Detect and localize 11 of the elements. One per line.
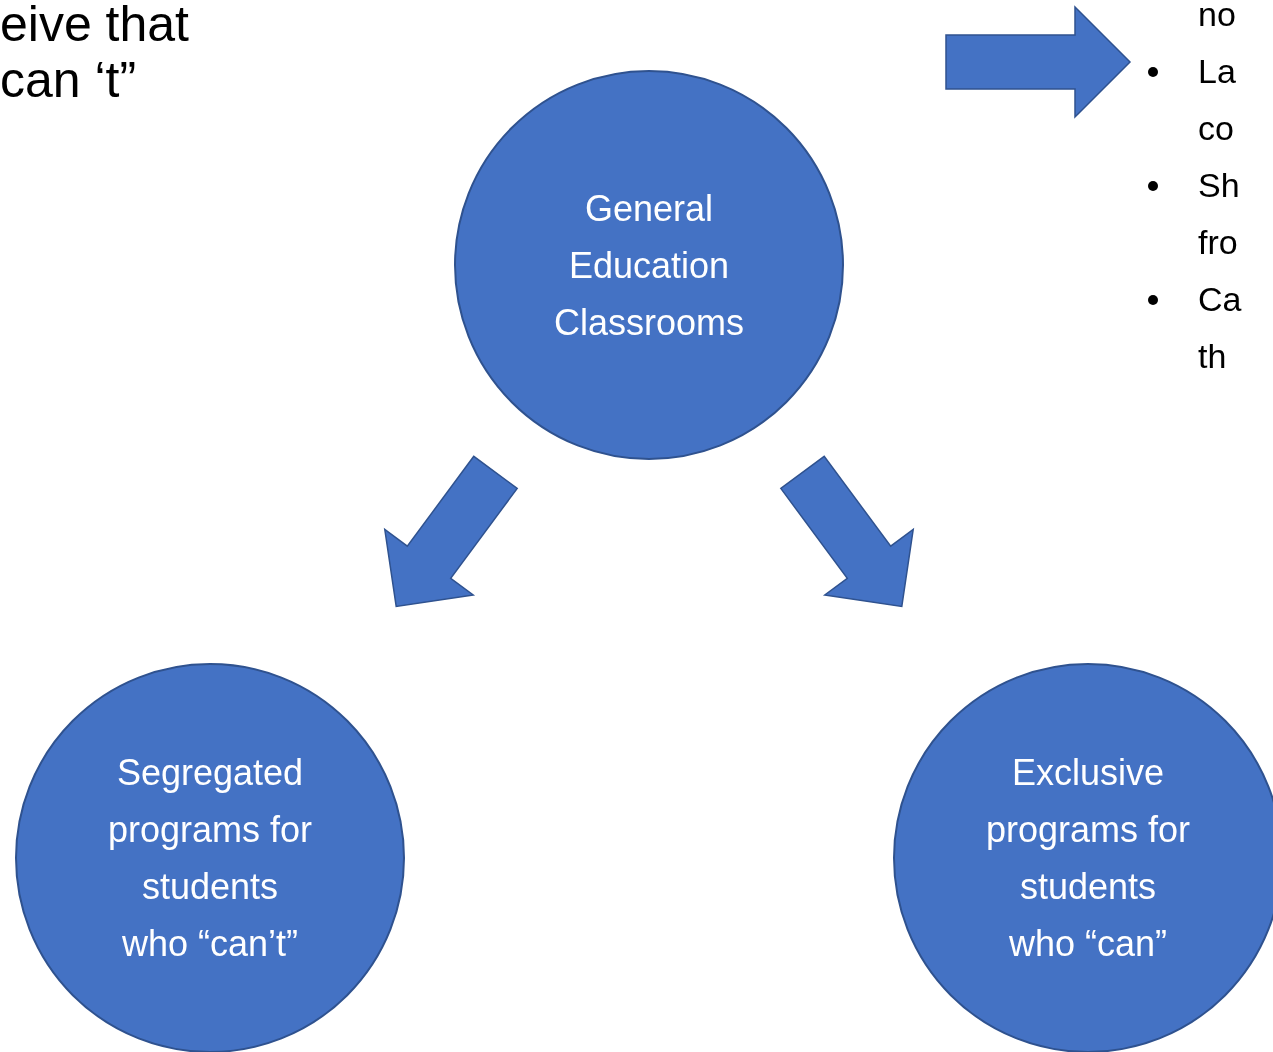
bullet-text: no	[1198, 0, 1237, 35]
node-label: General Education Classrooms	[552, 186, 745, 345]
bullet-text: La co	[1198, 51, 1237, 149]
bullet-text: Sh fro	[1198, 165, 1241, 263]
bullet-text: Ca th	[1198, 279, 1243, 377]
block-arrow	[383, 455, 519, 608]
node-label: Segregated programs for students who “can’t”	[106, 751, 314, 966]
slide-title: eive that can ‘t”	[0, 0, 190, 108]
node-label: Exclusive programs for students who “can”	[984, 751, 1192, 966]
block-arrow	[945, 5, 1132, 119]
block-arrow	[779, 455, 915, 608]
